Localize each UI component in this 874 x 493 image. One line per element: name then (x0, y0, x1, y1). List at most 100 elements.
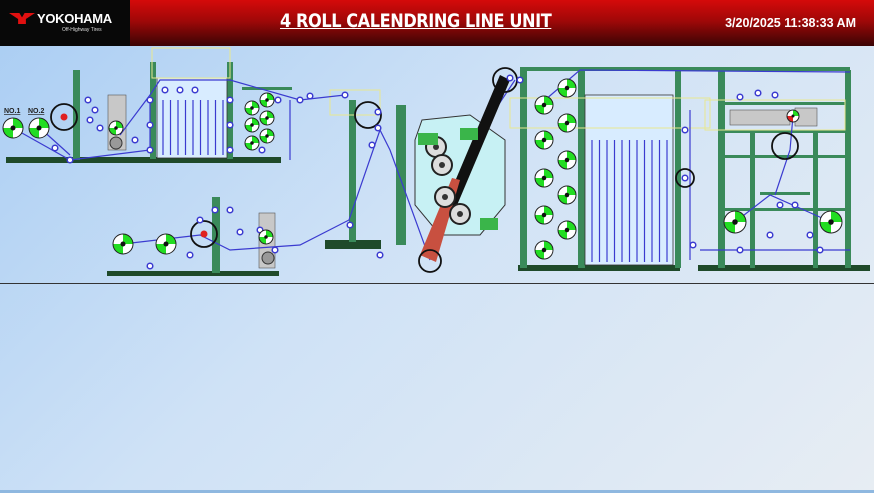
unwind-label-no1: NO.1 (4, 108, 20, 115)
guide-roller (191, 86, 199, 94)
reel-quadrant (558, 123, 567, 132)
reel-rim (723, 210, 747, 234)
drive-motor (418, 133, 438, 145)
unwind-label-no2: NO.2 (28, 108, 44, 115)
machine-housing (729, 109, 791, 126)
reel-hub (36, 125, 42, 131)
reel-quadrant (245, 125, 252, 132)
reel-quadrant (558, 151, 567, 160)
reel-quadrant (535, 206, 544, 215)
reel-quadrant (260, 118, 267, 125)
reel-rim (28, 117, 50, 139)
reel-quadrant (544, 241, 553, 250)
web-path (734, 194, 832, 223)
web-path (122, 129, 381, 251)
guide-roller (146, 262, 154, 270)
reel-hub (828, 219, 834, 225)
reel-quadrant (245, 108, 252, 115)
reel-rim (534, 130, 554, 150)
reel-rim (244, 135, 260, 151)
web-path (379, 129, 431, 261)
reel-quadrant (567, 114, 576, 123)
dancer-ring (418, 249, 442, 273)
reel (244, 117, 260, 133)
yokohama-logo: YOKOHAMA Off-Highway Tires (0, 0, 130, 46)
guide-roller (806, 231, 814, 239)
reel-quadrant (113, 234, 123, 244)
reel-quadrant (558, 79, 567, 88)
guide-roller (86, 116, 94, 124)
reel-quadrant (544, 206, 553, 215)
drive-roll (261, 251, 275, 265)
reel (557, 113, 577, 133)
reel-hub (250, 106, 254, 110)
reel-quadrant (544, 250, 553, 259)
guide-roller (161, 86, 169, 94)
reel-quadrant (567, 79, 576, 88)
reel (259, 128, 275, 144)
reel-hub (732, 219, 738, 225)
guide-roller (791, 201, 799, 209)
frame-beam (718, 208, 848, 211)
guide-roller (346, 221, 354, 229)
reel-rim (259, 110, 275, 126)
reel-quadrant (544, 178, 553, 187)
reel-quadrant (245, 143, 252, 150)
guide-roller (306, 92, 314, 100)
machine-base (107, 271, 279, 276)
logo-tagline: Off-Highway Tires (62, 27, 102, 33)
reel-hub (541, 212, 547, 218)
reel-hub (250, 141, 254, 145)
reel-quadrant (123, 244, 133, 254)
reel-quadrant (13, 118, 23, 128)
reel-quadrant (109, 128, 116, 135)
reel (2, 117, 24, 139)
reel-quadrant (39, 118, 49, 128)
reel-quadrant (735, 222, 746, 233)
reel-quadrant (267, 118, 274, 125)
conveyor-belt (445, 75, 510, 210)
calender-roll-hub (442, 194, 448, 200)
reel-hub (163, 241, 169, 247)
reel (534, 130, 554, 150)
reel-rim (112, 233, 134, 255)
guide-roller (236, 228, 244, 236)
reel-rim (557, 220, 577, 240)
reel-quadrant (252, 118, 259, 125)
guard-rail (704, 99, 846, 131)
calendering-line-diagram: NO.1 NO.2 (2, 47, 870, 276)
reel-quadrant (820, 211, 831, 222)
reel-quadrant (116, 121, 123, 128)
reel-rim (108, 120, 124, 136)
frame-beam (242, 87, 292, 90)
reel-quadrant (166, 234, 176, 244)
reel-quadrant (252, 136, 259, 143)
reel (534, 168, 554, 188)
reel-quadrant (558, 195, 567, 204)
reel-quadrant (724, 211, 735, 222)
reel (244, 100, 260, 116)
guide-roller (96, 124, 104, 132)
reel-rim (2, 117, 24, 139)
frame-beam (718, 102, 848, 105)
guide-roller (776, 201, 784, 209)
reel-quadrant (567, 186, 576, 195)
reel-quadrant (259, 237, 266, 244)
reel-quadrant (793, 116, 799, 122)
reel-quadrant (567, 160, 576, 169)
machine-base (518, 265, 680, 271)
reel-quadrant (544, 169, 553, 178)
reel (534, 240, 554, 260)
reel-quadrant (267, 129, 274, 136)
reel-quadrant (535, 169, 544, 178)
guide-roller (131, 136, 139, 144)
guide-roller (146, 96, 154, 104)
reel-quadrant (267, 100, 274, 107)
guide-roller (689, 241, 697, 249)
web-path (774, 115, 794, 196)
reel-quadrant (558, 114, 567, 123)
reel (258, 229, 274, 245)
reel-quadrant (793, 110, 799, 116)
guide-roller (296, 96, 304, 104)
frame-beam (760, 192, 810, 195)
